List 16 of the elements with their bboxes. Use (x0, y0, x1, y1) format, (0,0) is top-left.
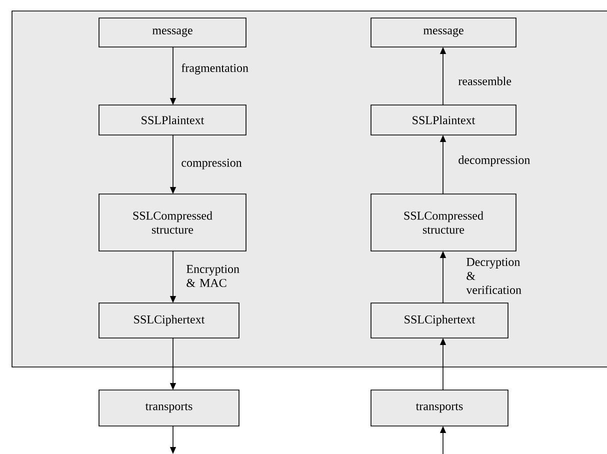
process-box: SSLPlaintext (98, 104, 246, 136)
process-box: SSLCompressed structure (98, 194, 246, 252)
edge-label: fragmentation (182, 63, 248, 75)
process-box: message (98, 18, 246, 48)
edge-label: decompression (458, 156, 530, 166)
edge-label: Encryption & MAC (186, 264, 240, 288)
process-box: SSLCompressed structure (370, 194, 516, 252)
process-box: SSLPlaintext (370, 104, 516, 136)
edge-label: reassemble (458, 76, 512, 86)
process-box: SSLCiphertext (98, 302, 240, 338)
edge-label: compression (182, 158, 242, 170)
process-box: SSLCiphertext (370, 302, 508, 338)
process-box: transports (98, 390, 240, 426)
process-box: message (370, 18, 516, 48)
process-box: transports (370, 390, 508, 426)
edge-label: Decryption & verification (466, 258, 522, 294)
